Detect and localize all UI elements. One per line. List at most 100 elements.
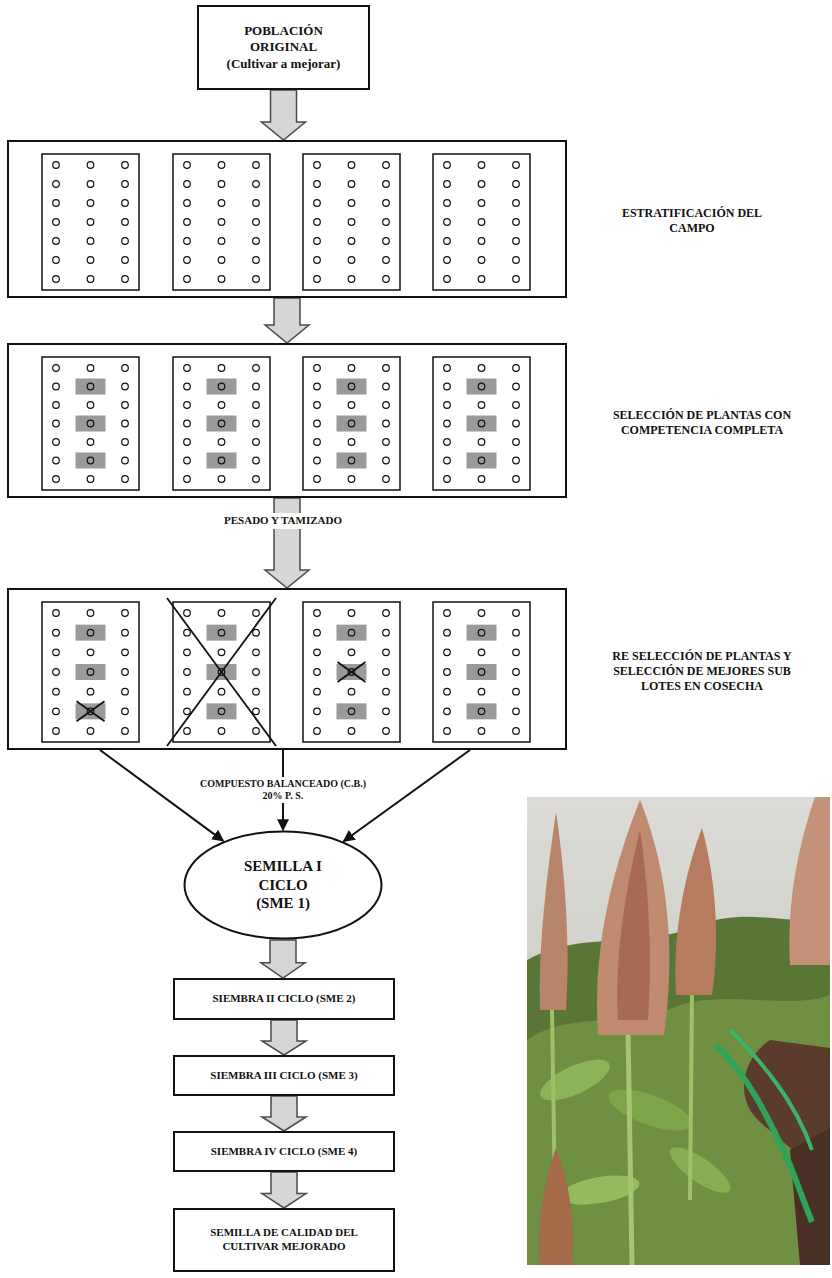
- plant-dot: [348, 476, 355, 483]
- plant-dot: [444, 402, 451, 409]
- plant-dot: [53, 238, 60, 245]
- plant-dot: [53, 219, 60, 226]
- plant-dot: [348, 276, 355, 283]
- plant-dot: [253, 669, 260, 676]
- block-arrow: [262, 1096, 306, 1131]
- selected-plant: [76, 453, 106, 469]
- plant-dot: [314, 610, 321, 617]
- box-text: SIEMBRA III CICLO (SME 3): [210, 1069, 357, 1083]
- plant-dot: [184, 365, 191, 372]
- selected-plant: [76, 625, 106, 641]
- plant-dot: [513, 649, 520, 656]
- plant-dot: [184, 728, 191, 735]
- plant-dot: [218, 200, 225, 207]
- plant-dot: [478, 257, 485, 264]
- box-text: SIEMBRA II CICLO (SME 2): [212, 992, 355, 1006]
- sub-plot: [433, 602, 530, 742]
- plant-dot: [314, 383, 321, 390]
- plant-dot: [53, 200, 60, 207]
- plant-dot: [218, 688, 225, 695]
- plant-dot: [513, 276, 520, 283]
- plot-outline: [303, 357, 400, 490]
- plant-dot: [383, 219, 390, 226]
- plant-dot: [184, 629, 191, 636]
- sub-plot: [42, 357, 139, 490]
- plant-dot: [218, 420, 225, 427]
- plant-dot: [218, 365, 225, 372]
- process-box: SIEMBRA IV CICLO (SME 4): [173, 1131, 395, 1172]
- plant-dot: [53, 476, 60, 483]
- block-arrow: [265, 298, 309, 343]
- selected-plant: [76, 416, 106, 432]
- selected-plant: [207, 453, 237, 469]
- plant-dot: [513, 610, 520, 617]
- plant-dot: [513, 669, 520, 676]
- process-box: SIEMBRA III CICLO (SME 3): [173, 1055, 395, 1096]
- plant-dot: [513, 708, 520, 715]
- photo-leaf: [664, 1140, 737, 1201]
- plot-outline: [433, 154, 530, 290]
- plant-dot: [444, 181, 451, 188]
- plant-dot: [253, 688, 260, 695]
- plant-dot: [87, 457, 94, 464]
- plant-dot: [383, 629, 390, 636]
- plant-dot: [53, 162, 60, 169]
- plant-dot: [348, 383, 355, 390]
- sub-plot: [433, 357, 530, 490]
- plant-dot: [87, 649, 94, 656]
- selected-plant: [207, 625, 237, 641]
- sub-plot: [433, 154, 530, 290]
- plant-dot: [383, 276, 390, 283]
- plant-dot: [87, 257, 94, 264]
- plant-dot: [314, 439, 321, 446]
- plant-dot: [184, 669, 191, 676]
- plant-dot: [513, 365, 520, 372]
- selected-plant: [337, 416, 367, 432]
- plant-dot: [122, 629, 129, 636]
- plant-dot: [122, 365, 129, 372]
- plant-dot: [218, 476, 225, 483]
- field-plots: [42, 154, 530, 742]
- plant-dot: [478, 728, 485, 735]
- plant-dot: [122, 728, 129, 735]
- selected-plant: [467, 703, 497, 719]
- plant-dot: [444, 383, 451, 390]
- plant-dot: [444, 669, 451, 676]
- plant-dot: [478, 476, 485, 483]
- plant-dot: [383, 365, 390, 372]
- plant-dot: [122, 402, 129, 409]
- plant-dot: [383, 649, 390, 656]
- plant-dot: [122, 200, 129, 207]
- photo-panicle: [617, 830, 650, 1020]
- plant-dot: [122, 181, 129, 188]
- plant-dot: [478, 629, 485, 636]
- plant-dot: [444, 688, 451, 695]
- step-heading: SELECCIÓN DE PLANTAS CON COMPETENCIA COM…: [602, 408, 802, 438]
- plant-dot: [478, 402, 485, 409]
- box-text: POBLACIÓN ORIGINAL: [221, 23, 346, 56]
- field-panel: SELECCIÓN DE PLANTAS CON COMPETENCIA COM…: [7, 343, 567, 498]
- process-box: POBLACIÓN ORIGINAL(Cultivar a mejorar): [197, 5, 370, 90]
- plant-dot: [314, 219, 321, 226]
- photo-panicle: [675, 828, 716, 995]
- box-text: SEMILLA DE CALIDAD DEL CULTIVAR MEJORADO: [207, 1226, 362, 1254]
- plant-dot: [53, 708, 60, 715]
- plant-dot: [218, 181, 225, 188]
- plant-dot: [122, 688, 129, 695]
- plant-dot: [122, 276, 129, 283]
- plant-dot: [253, 200, 260, 207]
- plant-dot: [314, 365, 321, 372]
- plant-dot: [53, 181, 60, 188]
- plant-dot: [513, 420, 520, 427]
- plant-dot: [87, 162, 94, 169]
- plant-dot: [253, 629, 260, 636]
- plant-dot: [122, 610, 129, 617]
- plant-dot: [122, 257, 129, 264]
- plant-dot: [87, 610, 94, 617]
- plant-dot: [53, 276, 60, 283]
- plant-dot: [513, 629, 520, 636]
- plant-dot: [253, 257, 260, 264]
- process-box: SIEMBRA II CICLO (SME 2): [173, 978, 395, 1020]
- plant-dot: [253, 276, 260, 283]
